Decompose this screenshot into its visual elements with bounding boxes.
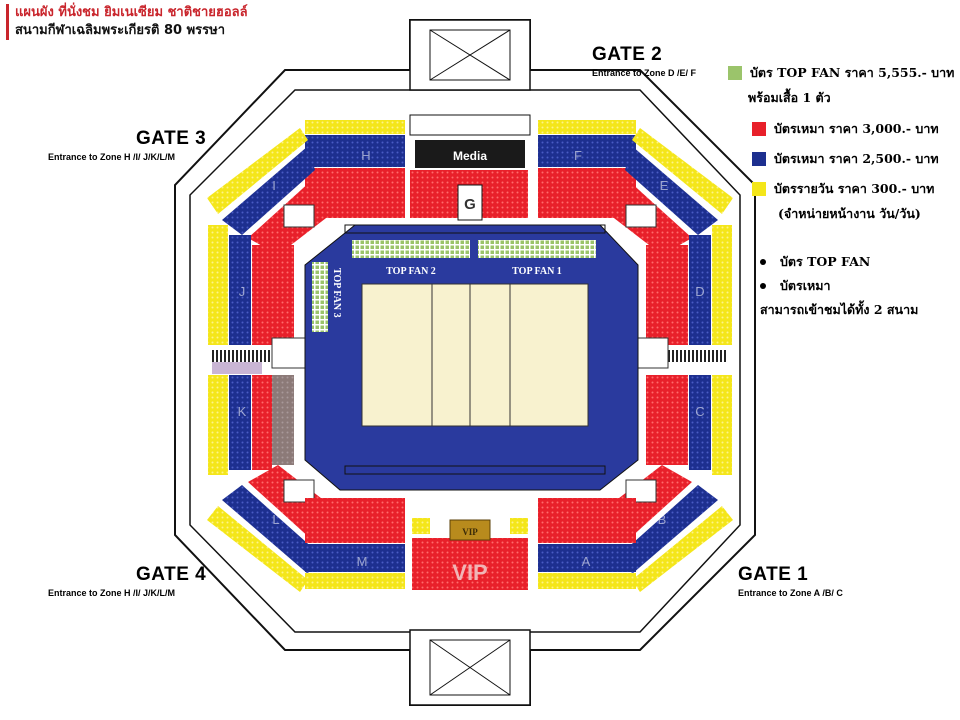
zone-label-l: L <box>272 512 279 527</box>
gate-3: GATE 3 Entrance to Zone H /I/ J/K/L/M <box>48 128 206 162</box>
topfan-1-label: TOP FAN 1 <box>512 266 562 277</box>
g-label: G <box>464 196 476 213</box>
page-title: แผนผัง ที่นั่งชม ยิมเนเซียม ชาติชายฮอลล์… <box>6 4 248 40</box>
legend-yellow-text: บัตรรายวัน ราคา 300.- บาท <box>774 181 935 196</box>
legend-red-text: บัตรเหมา ราคา 3,000.- บาท <box>774 121 939 136</box>
zone-label-m: M <box>357 554 368 569</box>
note-item: บัตรเหมา <box>760 274 918 298</box>
note-item: บัตร TOP FAN <box>760 250 918 274</box>
stand-south-right <box>538 498 636 589</box>
zone-label-e: E <box>660 178 669 193</box>
building-inner-outline <box>189 89 741 633</box>
gate-1: GATE 1 Entrance to Zone A /B/ C <box>738 564 843 598</box>
legend-blue-text: บัตรเหมา ราคา 2,500.- บาท <box>774 151 939 166</box>
gate-2-name: GATE 2 <box>592 44 663 65</box>
court-surround-bottom-rail <box>344 465 606 475</box>
topfan-swatch <box>728 66 742 80</box>
topfan-2-block <box>352 240 470 258</box>
gate-2: GATE 2 Entrance to Zone D /E/ F <box>592 44 696 78</box>
bullet-icon <box>760 283 766 289</box>
zone-label-c: C <box>695 404 704 419</box>
gate-4: GATE 4 Entrance to Zone H /I/ J/K/L/M <box>48 564 206 598</box>
gate-4-name: GATE 4 <box>136 564 207 585</box>
title-line-1: แผนผัง ที่นั่งชม ยิมเนเซียม ชาติชายฮอลล์ <box>15 5 248 20</box>
zone-letters: A B C D E F H I J K L M <box>238 148 705 569</box>
zone-label-k: K <box>238 404 247 419</box>
stand-north-left <box>305 120 405 218</box>
vip-label: VIP <box>452 560 487 585</box>
topfan-3-block <box>312 262 328 332</box>
title-line-2: สนามกีฬาเฉลิมพระเกียรติ 80 พรรษา <box>15 23 226 38</box>
gate-3-entrance: Entrance to Zone H /I/ J/K/L/M <box>48 152 176 162</box>
media-label: Media <box>453 149 487 163</box>
legend-item-yellow: บัตรรายวัน ราคา 300.- บาท <box>728 174 954 204</box>
stand-south-left <box>305 498 405 589</box>
zone-label-j: J <box>239 284 246 299</box>
yellow-swatch <box>752 182 766 196</box>
topfan-2-label: TOP FAN 2 <box>386 266 436 277</box>
zone-label-b: B <box>658 512 667 527</box>
note-text: สามารถเข้าชมได้ทั้ง 2 สนาม <box>760 302 919 317</box>
zone-label-i: I <box>272 178 276 193</box>
stand-ne <box>610 128 733 255</box>
legend-item-topfan: บัตร TOP FAN ราคา 5,555.- บาท <box>728 58 954 88</box>
price-legend: บัตร TOP FAN ราคา 5,555.- บาท พร้อมเสื้อ… <box>728 58 954 230</box>
gate-2-entrance: Entrance to Zone D /E/ F <box>592 68 697 78</box>
court-floor <box>361 283 589 427</box>
legend-item-blue: บัตรเหมา ราคา 2,500.- บาท <box>728 144 954 174</box>
legend-yellow-sub: (จำหน่ายหน้างาน วัน/วัน) <box>778 206 921 221</box>
gate-3-name: GATE 3 <box>136 128 207 149</box>
stand-nw <box>207 128 330 255</box>
zone-label-h: H <box>361 148 370 163</box>
topfan-1-block <box>478 240 596 258</box>
zone-label-d: D <box>695 284 704 299</box>
legend-item-red: บัตรเหมา ราคา 3,000.- บาท <box>728 114 954 144</box>
bullet-icon <box>760 259 766 265</box>
gate-4-entrance: Entrance to Zone H /I/ J/K/L/M <box>48 588 176 598</box>
media-box <box>415 140 525 168</box>
stand-west <box>208 225 308 475</box>
zone-label-a: A <box>582 554 591 569</box>
note-item-text: บัตรเหมา <box>780 278 831 293</box>
topfan-3-label: TOP FAN 3 <box>331 268 342 318</box>
zone-label-f: F <box>574 148 582 163</box>
gate-1-entrance: Entrance to Zone A /B/ C <box>738 588 843 598</box>
gate-1-name: GATE 1 <box>738 564 809 585</box>
legend-topfan-text: บัตร TOP FAN ราคา 5,555.- บาท <box>750 65 955 80</box>
note-item-text: บัตร TOP FAN <box>780 254 871 269</box>
ticket-notes: บัตร TOP FAN บัตรเหมา สามารถเข้าชมได้ทั้… <box>760 250 918 322</box>
north-tower <box>409 19 531 91</box>
legend-topfan-sub: พร้อมเสื้อ 1 ตัว <box>748 90 831 105</box>
court-surround-top-rail <box>344 224 606 234</box>
red-swatch <box>752 122 766 136</box>
south-tower <box>409 629 531 706</box>
g-aisle <box>457 184 483 221</box>
stand-north-right <box>538 120 636 218</box>
vip-box-label: VIP <box>462 527 478 537</box>
blue-swatch <box>752 152 766 166</box>
stand-east <box>632 225 732 475</box>
stand-vip <box>412 518 528 590</box>
